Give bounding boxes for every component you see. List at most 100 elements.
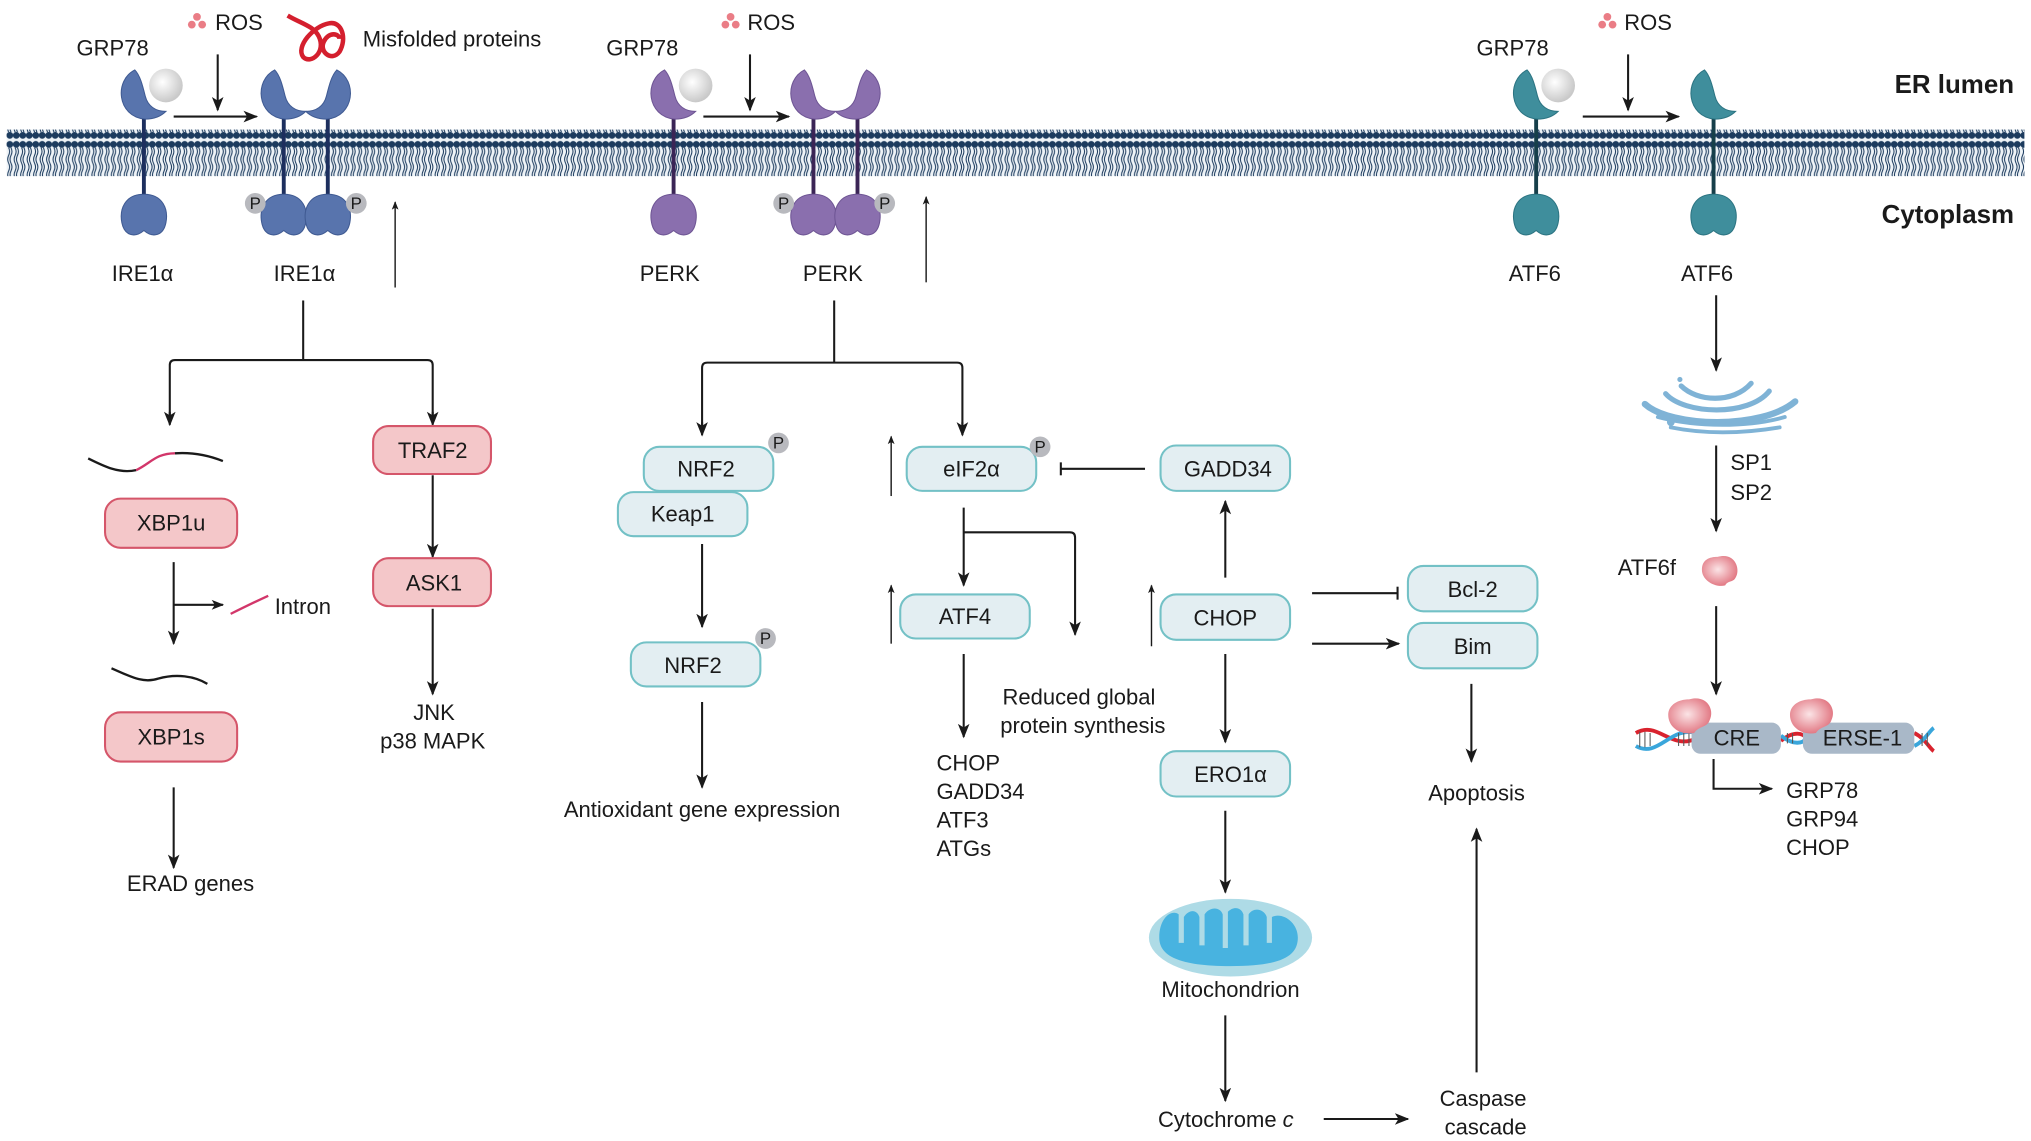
ire1-dimer: P P xyxy=(244,69,367,236)
nrf2-label: NRF2 xyxy=(677,456,734,481)
jnk-label: JNK xyxy=(413,700,455,725)
phospho-badge xyxy=(345,192,367,214)
ask1-box xyxy=(372,557,493,608)
atf4-target-chop: CHOP xyxy=(936,751,1000,776)
ask1-label: ASK1 xyxy=(406,570,462,595)
ros-icon xyxy=(187,12,207,29)
erse1-element xyxy=(1802,722,1915,754)
cytochrome-c-label: Cytochrome c xyxy=(1158,1107,1294,1132)
ire1-inactive xyxy=(120,68,183,236)
atf6f-bound-erse-icon xyxy=(1789,698,1834,734)
branch-line xyxy=(168,359,434,423)
phospho-badge xyxy=(244,192,266,214)
traf2-label: TRAF2 xyxy=(398,438,468,463)
grp78-label-perk: GRP78 xyxy=(606,36,678,61)
caspase-line1: Caspase xyxy=(1440,1086,1527,1111)
mitochondrion-icon xyxy=(1148,898,1313,977)
svg-text:P: P xyxy=(879,194,890,213)
atf4-target-gadd34: GADD34 xyxy=(936,779,1024,804)
intron-icon xyxy=(230,594,269,615)
gadd34-box xyxy=(1159,444,1292,492)
atf6-branch: ROS GRP78 ATF6 ATF6 SP1 xyxy=(1477,10,1935,860)
misfolded-protein-icon xyxy=(286,13,346,62)
erad-genes-label: ERAD genes xyxy=(127,871,254,896)
atf6-active xyxy=(1690,69,1737,236)
caspase-line2: cascade xyxy=(1445,1115,1527,1140)
phospho-badge xyxy=(773,192,795,214)
svg-text:P: P xyxy=(773,433,784,452)
grp78-icon xyxy=(149,68,183,103)
phospho-badge xyxy=(768,432,789,454)
ire1-branch: ROS Misfolded proteins GRP78 P P I xyxy=(77,10,542,896)
chop-box xyxy=(1159,593,1292,641)
ros-icon xyxy=(721,12,740,29)
sp2-label: SP2 xyxy=(1730,480,1772,505)
svg-text:P: P xyxy=(1034,437,1045,456)
perk-active-label: PERK xyxy=(803,261,863,286)
ros-label-atf6: ROS xyxy=(1624,10,1672,35)
misfolded-proteins-label: Misfolded proteins xyxy=(363,27,542,52)
atf6-inactive-label: ATF6 xyxy=(1509,261,1561,286)
svg-text:P: P xyxy=(351,194,362,213)
atf6-inactive xyxy=(1513,68,1575,236)
traf2-box xyxy=(372,425,493,476)
intron-label: Intron xyxy=(275,594,331,619)
cre-element xyxy=(1691,722,1781,754)
perk-branch: ROS GRP78 P P PERK PERK xyxy=(564,10,1539,1140)
xbp1-mrna-icon xyxy=(87,457,137,473)
phospho-badge xyxy=(874,192,896,214)
bcl2-label: Bcl-2 xyxy=(1448,577,1498,602)
atf6-active-label: ATF6 xyxy=(1681,261,1733,286)
nrf2-phospho-label: NRF2 xyxy=(664,653,721,678)
perk-dimer: P P xyxy=(773,69,896,236)
grp78-label-ire1: GRP78 xyxy=(77,36,149,61)
ire1-active-label: IRE1α xyxy=(274,261,336,286)
gadd34-label: GADD34 xyxy=(1184,456,1272,481)
xbp1-mrna-segment xyxy=(174,451,224,463)
golgi-icon xyxy=(1641,376,1799,435)
p38-mapk-label: p38 MAPK xyxy=(380,729,485,754)
eif2a-box xyxy=(905,445,1038,492)
ros-label-perk: ROS xyxy=(747,10,795,35)
bcl2-box xyxy=(1406,564,1539,613)
er-lumen-label: ER lumen xyxy=(1895,71,2014,99)
atf6-target-grp94: GRP94 xyxy=(1786,806,1858,831)
atf6f-label: ATF6f xyxy=(1618,555,1677,580)
xbp1u-label: XBP1u xyxy=(137,511,205,536)
perk-inactive-label: PERK xyxy=(640,261,700,286)
svg-text:P: P xyxy=(778,194,789,213)
eif2a-label: eIF2α xyxy=(943,456,1000,481)
reduced-synthesis-line1: Reduced global xyxy=(1003,685,1156,710)
atf4-box xyxy=(899,593,1031,640)
branch-line xyxy=(701,361,964,433)
intron-segment xyxy=(135,452,175,472)
xbp1s-box xyxy=(103,711,239,763)
reduced-synthesis-line2: protein synthesis xyxy=(1000,713,1165,738)
grp78-icon xyxy=(1541,68,1575,103)
xbp1u-box xyxy=(103,497,239,549)
atf6f-protein-icon xyxy=(1701,555,1738,586)
bim-label: Bim xyxy=(1454,634,1492,659)
ire1-inactive-label: IRE1α xyxy=(112,261,174,286)
svg-text:P: P xyxy=(250,194,261,213)
nrf2-box xyxy=(642,445,775,492)
apoptosis-label: Apoptosis xyxy=(1428,780,1525,805)
phospho-badge xyxy=(755,628,776,649)
atf6-target-chop: CHOP xyxy=(1786,835,1850,860)
grp78-icon xyxy=(678,68,713,103)
mitochondrion-label: Mitochondrion xyxy=(1161,977,1299,1002)
ero1a-label: ERO1α xyxy=(1194,762,1267,787)
atf4-target-atgs: ATGs xyxy=(936,836,991,861)
er-membrane xyxy=(6,129,2025,177)
perk-inactive xyxy=(650,68,713,236)
spliced-mrna-icon xyxy=(111,667,208,685)
keap1-label: Keap1 xyxy=(651,502,715,527)
bim-box xyxy=(1406,621,1539,670)
keap1-box xyxy=(616,491,749,538)
antioxidant-gene-expression-label: Antioxidant gene expression xyxy=(564,797,840,822)
grp78-label-atf6: GRP78 xyxy=(1477,36,1549,61)
sp1-label: SP1 xyxy=(1730,450,1772,475)
nrf2-phospho-box xyxy=(629,641,762,688)
arrow-to-reduced-synthesis xyxy=(963,531,1081,637)
